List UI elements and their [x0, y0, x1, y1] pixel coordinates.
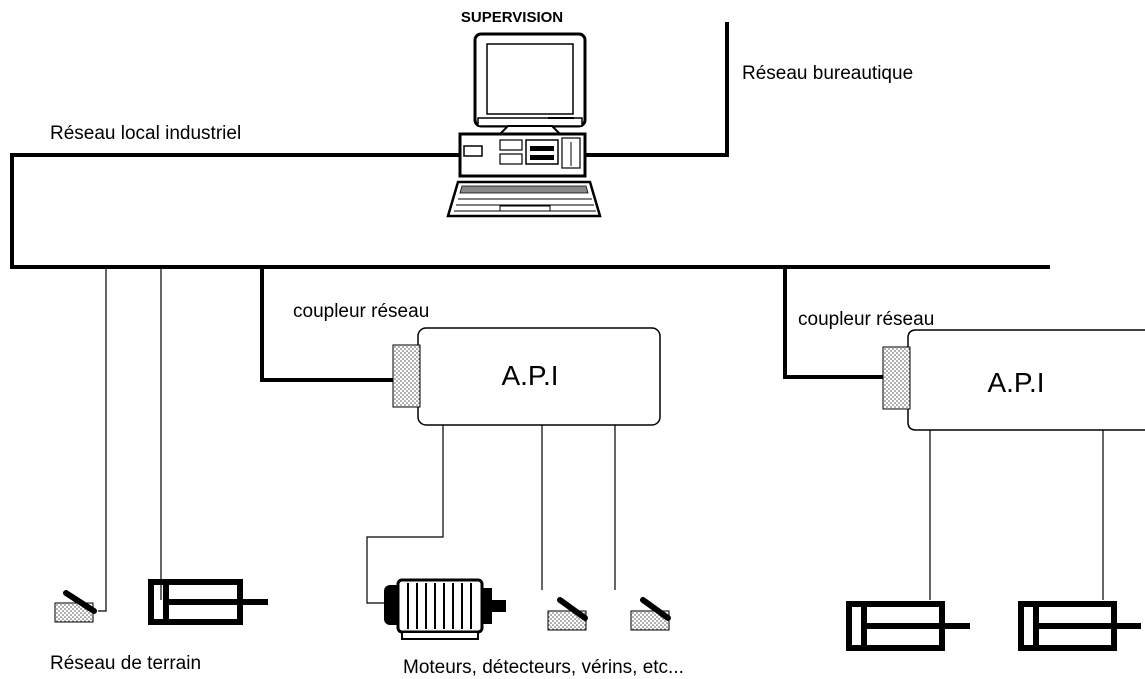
office-network-line: [585, 22, 729, 157]
cylinder-icon: [1018, 601, 1141, 651]
industrial-lan-line: [10, 153, 1050, 269]
industrial-lan-label: Réseau local industriel: [50, 123, 241, 144]
devices-label: Moteurs, détecteurs, vérins, etc...: [403, 657, 684, 678]
detector-icon: [547, 597, 588, 631]
coupler-link-right: [783, 267, 883, 379]
field-network-label: Réseau de terrain: [50, 653, 201, 674]
detector-icon: [630, 597, 671, 631]
detector-icon: [54, 590, 97, 623]
plc-label-right: A.P.I: [987, 367, 1044, 398]
plc-unit-left: A.P.I: [392, 327, 661, 426]
supervision-computer-icon: [446, 32, 602, 218]
network-coupler-left: [392, 344, 421, 408]
office-network-label: Réseau bureautique: [742, 63, 913, 84]
plc-label-left: A.P.I: [501, 360, 558, 391]
motor-icon: [384, 578, 506, 640]
network-coupler-right: [882, 346, 911, 410]
coupler-label-left: coupleur réseau: [293, 301, 429, 322]
cylinder-icon: [846, 601, 970, 651]
cylinder-icon: [148, 579, 268, 625]
plc-unit-right: A.P.I: [882, 329, 1145, 431]
coupler-link-left: [260, 267, 393, 382]
supervision-label: SUPERVISION: [461, 9, 563, 26]
coupler-label-right: coupleur réseau: [798, 309, 934, 330]
field-wires: [98, 267, 1104, 612]
